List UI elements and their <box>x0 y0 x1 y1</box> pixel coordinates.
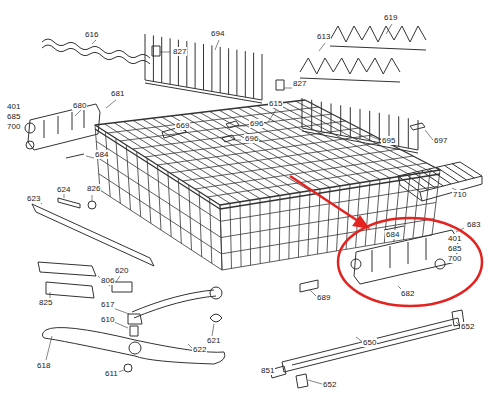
wavy-bar <box>42 39 150 64</box>
callout-number: 825 <box>38 298 53 307</box>
callout-number: 696 <box>244 134 259 143</box>
nut <box>124 364 132 372</box>
callout-number: 684 <box>94 150 109 159</box>
callout-number: 401 <box>6 102 21 111</box>
cup-shelf <box>330 26 426 50</box>
callout-number: 619 <box>383 13 398 22</box>
tube-fitting <box>210 287 222 299</box>
callout-number: 613 <box>316 32 331 41</box>
screw <box>66 154 84 158</box>
callout-number: 685 <box>6 112 21 121</box>
spray-hub <box>128 314 142 336</box>
callout-number: 680 <box>72 101 87 110</box>
callout-number: 622 <box>192 345 207 354</box>
small-part <box>88 201 96 209</box>
callout-number: 826 <box>86 184 101 193</box>
roller <box>435 259 445 269</box>
callout-number: 623 <box>26 194 41 203</box>
callout-number: 851 <box>260 366 275 375</box>
callout-number: 681 <box>110 89 125 98</box>
callout-number: 684 <box>385 230 400 239</box>
callout-number: 652 <box>460 322 475 331</box>
rail <box>282 318 460 372</box>
callout-number: 617 <box>100 300 115 309</box>
spray-arm <box>42 328 224 364</box>
callout-number: 620 <box>114 266 129 275</box>
callout-number: 615 <box>268 99 283 108</box>
callout-number: 650 <box>362 338 377 347</box>
roller <box>25 123 35 133</box>
callout-number: 669 <box>175 121 190 130</box>
callout-number: 610 <box>100 315 115 324</box>
callout-number: 683 <box>466 220 481 229</box>
side-bracket <box>354 230 458 284</box>
spray-hub <box>129 342 141 354</box>
rack-rim <box>95 100 440 209</box>
callout-number: 611 <box>104 369 119 378</box>
callout-number: 697 <box>433 136 448 145</box>
callout-number: 689 <box>316 293 331 302</box>
small-part <box>300 280 318 292</box>
cup-shelf <box>300 58 400 82</box>
highlight-arrow <box>290 176 358 221</box>
tine-row <box>145 34 262 103</box>
rail-stop <box>296 310 464 388</box>
callout-number: 401 <box>447 234 462 243</box>
roller <box>351 259 361 269</box>
highlight-arrowhead <box>352 215 370 229</box>
feed-tube <box>132 290 216 318</box>
callout-number: 621 <box>206 336 221 345</box>
small-part <box>58 198 80 208</box>
callout-number: 827 <box>292 79 307 88</box>
callout-number: 700 <box>6 122 21 131</box>
callout-number: 616 <box>84 30 99 39</box>
leader-line <box>40 24 464 384</box>
callout-number: 695 <box>381 136 396 145</box>
clip <box>276 80 284 90</box>
callout-number: 652 <box>322 380 337 389</box>
callout-number: 710 <box>452 190 467 199</box>
callout-number: 827 <box>172 47 187 56</box>
callout-number: 624 <box>56 185 71 194</box>
callout-number: 696 <box>249 119 264 128</box>
callout-number: 685 <box>447 244 462 253</box>
callout-number: 700 <box>447 254 462 263</box>
tube-clip <box>210 314 222 322</box>
callout-number: 806 <box>100 276 115 285</box>
callout-number: 694 <box>210 29 225 38</box>
tine-row <box>302 98 418 153</box>
roller <box>26 141 34 149</box>
callout-number: 618 <box>36 361 51 370</box>
side-bracket <box>28 104 100 150</box>
highlight-circle <box>338 218 482 306</box>
handle <box>38 262 96 298</box>
front-trim <box>32 204 154 266</box>
callout-number: 682 <box>400 289 415 298</box>
